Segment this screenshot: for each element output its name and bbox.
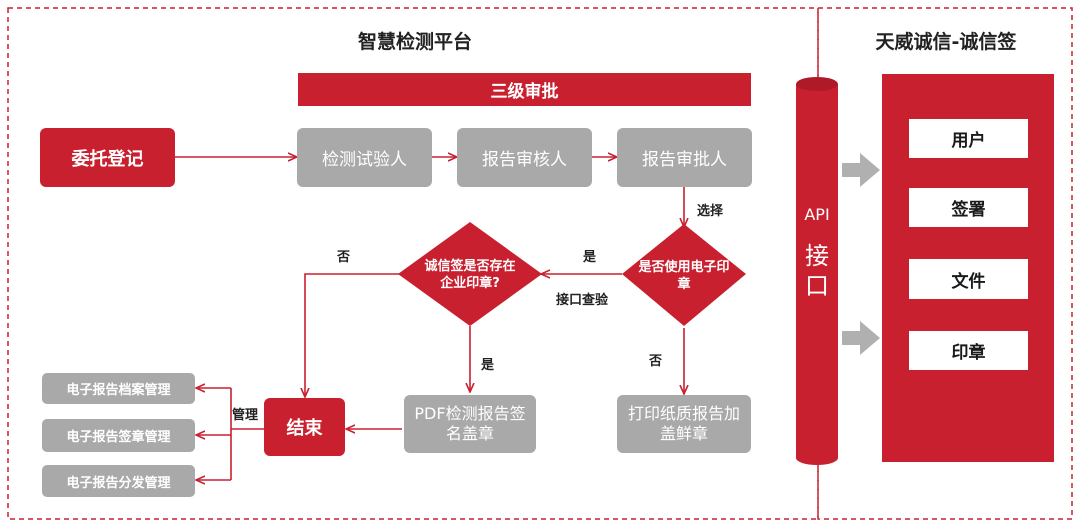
node-entrust-registration[interactable]: 委托登记 — [40, 128, 175, 187]
api-interface-label: 接口 — [805, 242, 829, 300]
decision-seal-exists — [398, 222, 542, 326]
decision-use-eseal — [622, 224, 746, 326]
label-manage: 管理 — [232, 408, 259, 423]
node-reviewer[interactable]: 报告审核人 — [457, 128, 592, 187]
manage-item-distribution[interactable]: 电子报告分发管理 — [42, 465, 195, 497]
label-yes-down: 是 — [481, 358, 495, 373]
label-yes-left: 是 — [583, 250, 597, 265]
banner-three-level-approval: 三级审批 — [298, 73, 751, 106]
label-choose: 选择 — [697, 204, 724, 219]
node-approver[interactable]: 报告审批人 — [617, 128, 752, 187]
partner-frame — [817, 7, 1073, 520]
gray-arrow-top — [842, 153, 880, 187]
node-tester[interactable]: 检测试验人 — [297, 128, 432, 187]
gray-arrow-bottom — [842, 321, 880, 355]
label-interface-check: 接口查验 — [556, 293, 609, 308]
node-pdf-sign-seal[interactable]: PDF检测报告签名盖章 — [404, 395, 536, 453]
arrow-qexists-end — [305, 273, 400, 396]
node-print-paper-seal[interactable]: 打印纸质报告加盖鲜章 — [617, 395, 751, 453]
partner-title: 天威诚信-诚信签 — [875, 31, 1017, 53]
partner-item-seal[interactable]: 印章 — [909, 331, 1028, 370]
partner-item-sign[interactable]: 签署 — [909, 188, 1028, 227]
api-pipe-top — [796, 77, 838, 91]
node-end[interactable]: 结束 — [264, 398, 345, 456]
partner-item-file[interactable]: 文件 — [909, 259, 1028, 299]
decision-seal-exists-text: 诚信签是否存在企业印章? — [424, 259, 516, 291]
decision-use-eseal-text: 是否使用电子印章 — [638, 260, 730, 292]
label-no-left: 否 — [337, 250, 351, 265]
api-pipe-bottom — [796, 451, 838, 465]
api-pipe-body — [796, 84, 838, 458]
label-no-down: 否 — [649, 354, 663, 369]
partner-item-user[interactable]: 用户 — [909, 119, 1028, 158]
api-label: API — [804, 204, 830, 224]
manage-item-signature[interactable]: 电子报告签章管理 — [42, 419, 195, 452]
manage-item-archive[interactable]: 电子报告档案管理 — [42, 373, 195, 404]
platform-title: 智慧检测平台 — [357, 31, 472, 53]
